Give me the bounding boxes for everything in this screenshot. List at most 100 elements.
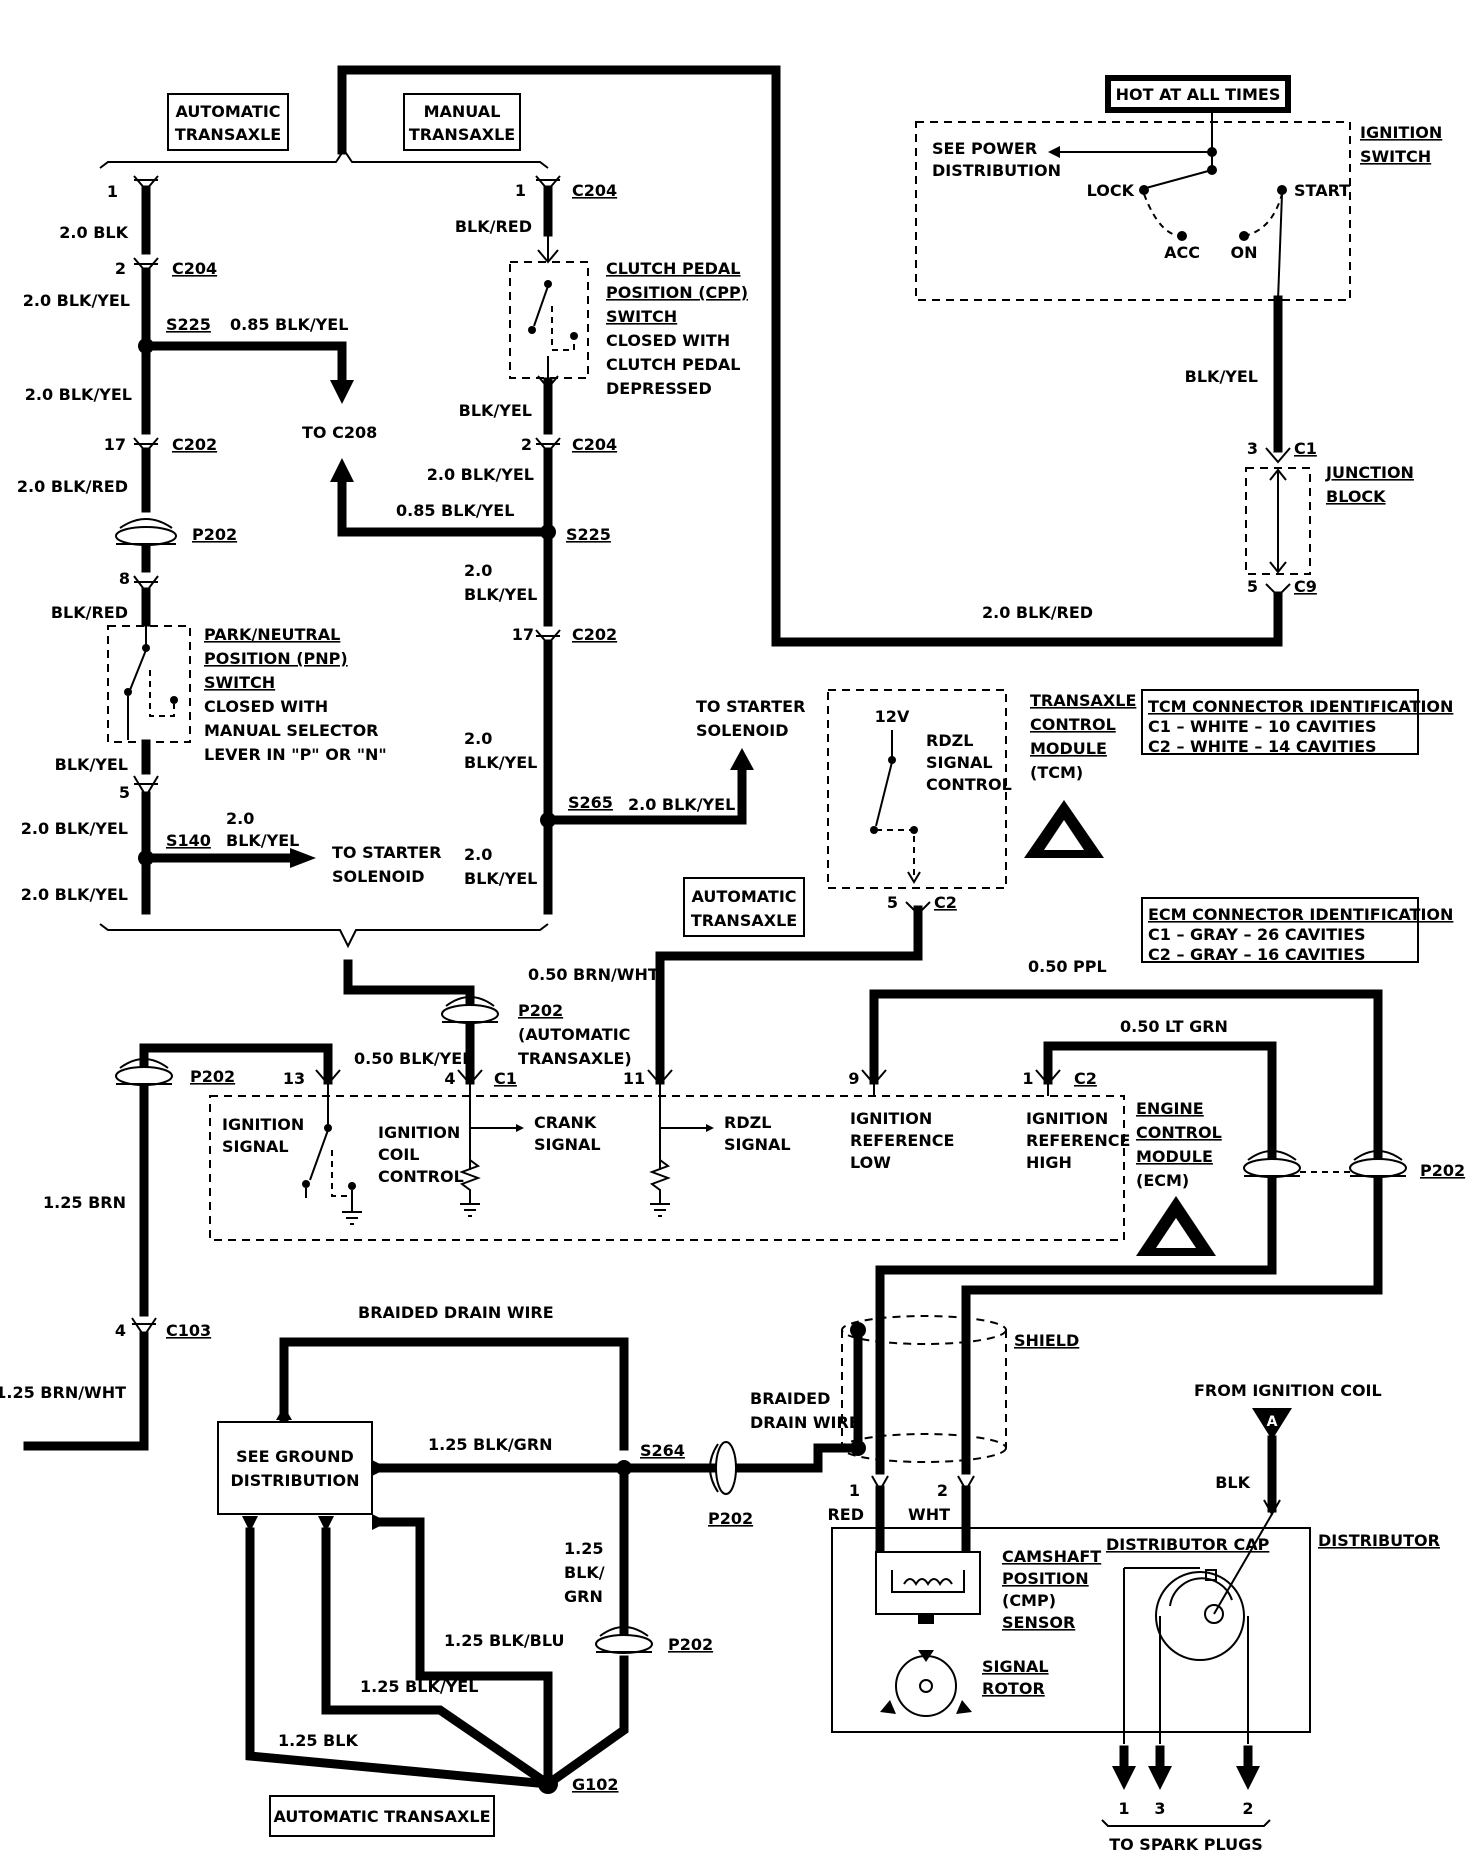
connector-label: C9 [1294,577,1317,596]
label-line: AUTOMATIC [175,102,280,121]
bottom-bracket [99,923,549,949]
connector-label: C204 [572,435,617,454]
pin-label: 8 [119,569,130,588]
wire-label: 1.25 [564,1539,603,1558]
see-ground-label: SEE GROUND [236,1447,354,1466]
wire-label: 0.50 BLK/YEL [354,1049,472,1068]
wire-label: 1.25 BLK/BLU [444,1631,565,1650]
braided-drain-label: BRAIDED [750,1389,830,1408]
cmp-label: POSITION [1002,1569,1089,1588]
coil-connector-a: A [1267,1414,1278,1430]
wire-label: 2.0 [464,729,492,748]
tcm-12v: 12V [875,707,910,726]
cpp-switch: CLUTCH PEDAL POSITION (CPP) SWITCH CLOSE… [509,232,748,398]
ecm-input-label: RDZL [724,1113,771,1132]
junction-block-label: BLOCK [1326,487,1386,506]
wire-label: BLK/YEL [464,869,537,888]
cmp-label: (CMP) [1002,1591,1056,1610]
plug-number: 2 [1242,1799,1253,1818]
pnp-title: PARK/NEUTRAL [204,625,340,644]
wire-label: 2.0 [464,561,492,580]
wire-label: 2.0 BLK/YEL [21,819,128,838]
connector-label: P202 [190,1067,235,1086]
ecm-input-label: REFERENCE [1026,1131,1130,1150]
connector-label: TRANSAXLE) [518,1049,632,1068]
splice-label: S265 [568,793,613,812]
label-line: TRANSAXLE [175,125,281,144]
automatic-transaxle-label-bottom: AUTOMATIC TRANSAXLE [273,1807,490,1826]
inline-connectors [115,518,1407,1654]
wire-label: 2.0 BLK/RED [17,477,128,496]
wire-label: 1.25 BLK/YEL [360,1677,478,1696]
label-line: MANUAL [424,102,501,121]
pnp-desc: LEVER IN "P" OR "N" [204,745,387,764]
ignition-switch-label: IGNITION [1360,123,1442,142]
pnp-title: POSITION (PNP) [204,649,348,668]
wire-label: 0.50 BRN/WHT [528,965,659,984]
connector-label: C204 [172,259,217,278]
ignition-switch-label: SWITCH [1360,147,1431,166]
see-power-label: DISTRIBUTION [932,161,1061,180]
cmp-label: SENSOR [1002,1613,1075,1632]
connector-label: P202 [192,525,237,544]
tcm-control: SIGNAL [926,753,993,772]
coil-wire-label: BLK [1215,1473,1250,1492]
ground-section: BRAIDED DRAIN WIRE SEE GROUND DISTRIBUTI… [217,1303,860,1837]
tcm-title: (TCM) [1030,763,1083,782]
ecm-input-label: CRANK [534,1113,597,1132]
cpp-desc: CLUTCH PEDAL [606,355,741,374]
acc-position: ACC [1164,243,1200,262]
tcm-title: CONTROL [1030,715,1116,734]
to-c208-label: TO C208 [302,423,377,442]
ignition-switch: HOT AT ALL TIMES IGNITION SWITCH SEE POW… [915,75,1442,386]
cpp-title: CLUTCH PEDAL [606,259,741,278]
braided-drain-label: DRAIN WIRE [750,1413,860,1432]
wire-label: 0.85 BLK/YEL [230,315,348,334]
distributor-cap-label: DISTRIBUTOR CAP [1106,1535,1270,1554]
wire-label: BLK/RED [51,603,128,622]
ecm-input-label: LOW [850,1153,891,1172]
pin-label: 4 [115,1321,126,1340]
connector-label: C1 [1294,439,1317,458]
connector-label: C204 [572,181,617,200]
wire-label: 2.0 BLK/YEL [25,385,132,404]
label-line: TRANSAXLE [409,125,515,144]
ecm-input-label: SIGNAL [534,1135,601,1154]
pnp-switch: PARK/NEUTRAL POSITION (PNP) SWITCH CLOSE… [107,625,387,764]
wire-label: 2.0 BLK/YEL [628,795,735,814]
plug-number: 1 [1118,1799,1129,1818]
braided-drain-label: BRAIDED DRAIN WIRE [358,1303,554,1322]
esd-warning-icon [1136,1196,1216,1256]
wire-label: BLK/RED [455,217,532,236]
ecm-input-label: COIL [378,1145,420,1164]
label-line: TRANSAXLE [691,911,797,930]
pnp-desc: MANUAL SELECTOR [204,721,379,740]
plug-number: 3 [1154,1799,1165,1818]
p202-left-connector [115,1058,173,1086]
wire-label: BLK/YEL [226,831,299,850]
connector-symbols [131,175,1291,1338]
wire-label: 2.0 [464,845,492,864]
ecm-pin: 1 [1022,1069,1033,1088]
connector-label: C2 [934,893,957,912]
wire-label: BLK/YEL [55,755,128,774]
on-position: ON [1231,243,1258,262]
pin-label: 1 [849,1481,860,1500]
wire-label: 0.50 PPL [1028,957,1107,976]
lock-position: LOCK [1087,181,1135,200]
automatic-transaxle-label-mid: AUTOMATIC TRANSAXLE [683,877,805,937]
ecm-title: CONTROL [1136,1123,1222,1142]
start-position: START [1294,181,1350,200]
see-power-label: SEE POWER [932,139,1037,158]
ecm-pin: 4 [444,1069,455,1088]
ecm-id-title: ECM CONNECTOR IDENTIFICATION [1148,905,1453,924]
ecm-title: MODULE [1136,1147,1213,1166]
arrows [290,380,754,868]
wire-color: WHT [908,1505,950,1524]
cpp-desc: CLOSED WITH [606,331,730,350]
cpp-title: SWITCH [606,307,677,326]
top-wire-label: 2.0 BLK/RED [982,603,1093,622]
connector-label: P202 [1420,1161,1465,1180]
p202-ecm-right-a [1243,1150,1301,1178]
pnp-title: SWITCH [204,673,275,692]
